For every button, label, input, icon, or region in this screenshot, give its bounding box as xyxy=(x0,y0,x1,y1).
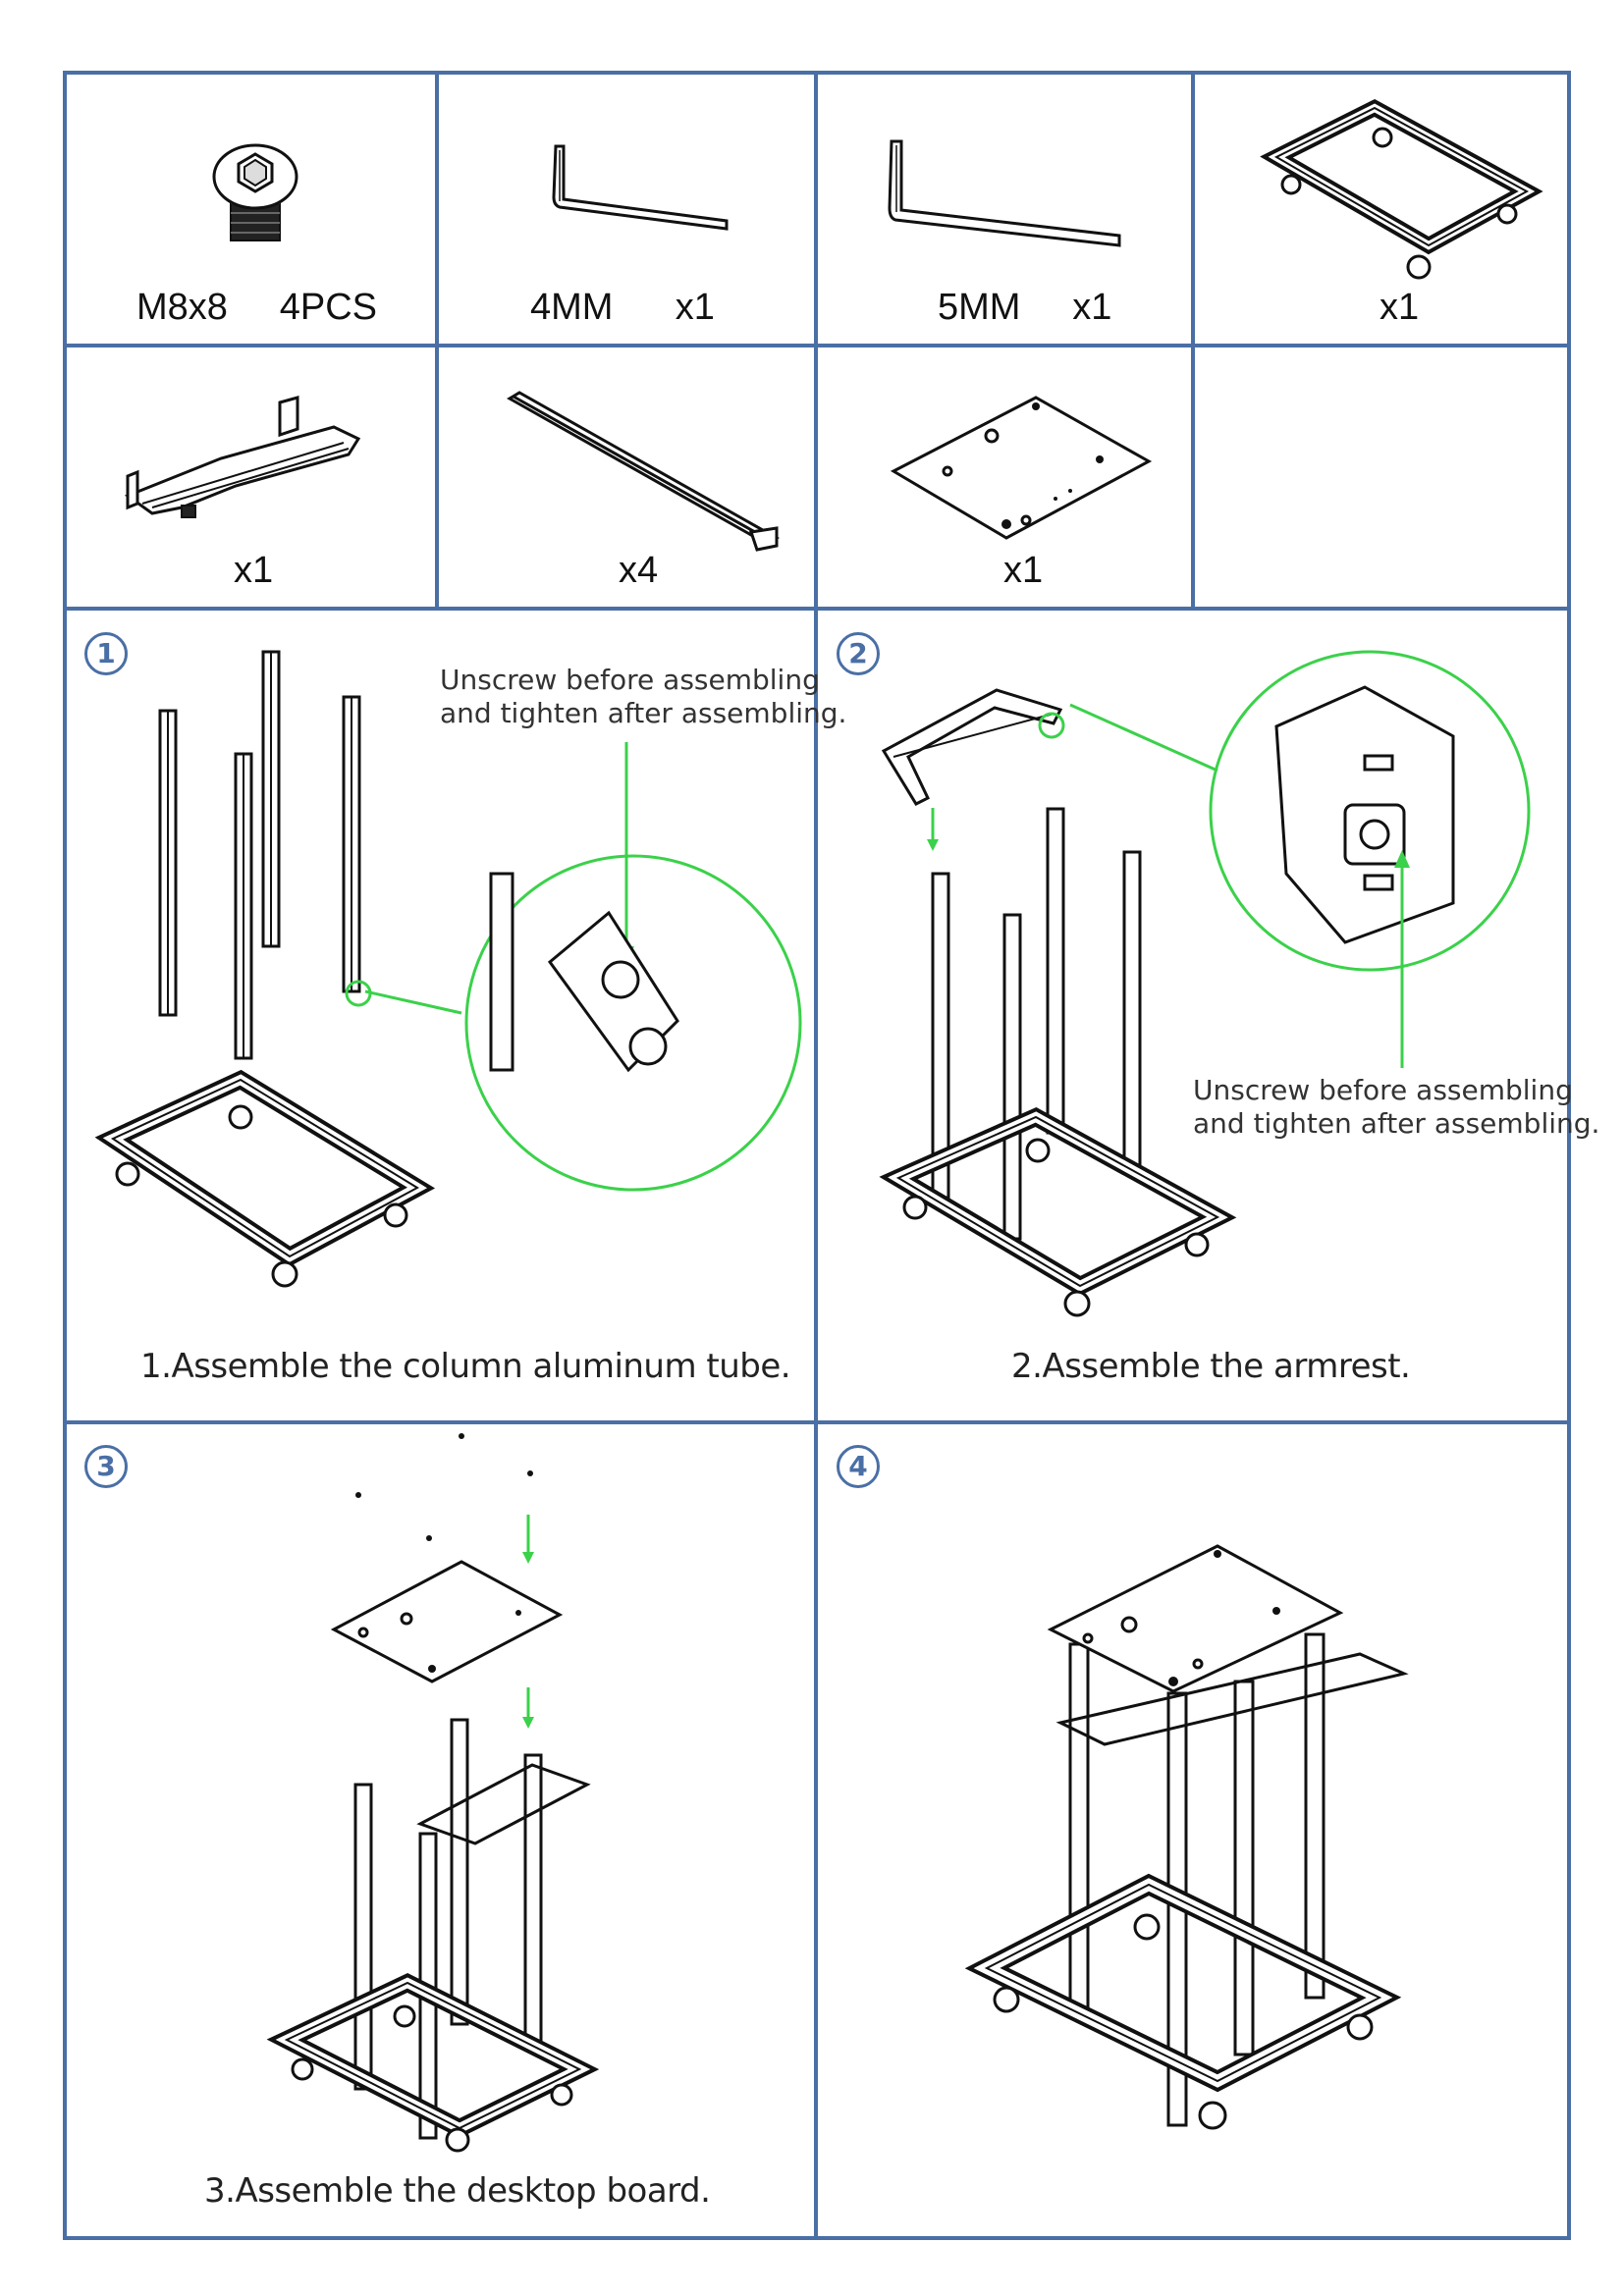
step-number-badge: 3 xyxy=(84,1445,128,1488)
step-2-bracket-callout xyxy=(1069,650,1531,1068)
grid-line xyxy=(63,344,1571,347)
step-3-caption: 3.Assemble the desktop board. xyxy=(204,2171,711,2211)
step-1-base-frame-illustration xyxy=(94,1069,436,1288)
step-2-callout-note: Unscrew before assembling and tighten af… xyxy=(1193,1074,1600,1140)
grid-line xyxy=(1191,71,1195,609)
grid-line xyxy=(63,1420,1571,1424)
step-4-completed-stand-illustration xyxy=(964,1544,1409,2130)
aluminum-column-icon xyxy=(507,391,780,552)
step-2-caption: 2.Assemble the armrest. xyxy=(1011,1347,1411,1386)
part-label-5mm-key: 5MM x1 xyxy=(938,287,1112,328)
caster-base-frame-icon xyxy=(1260,98,1543,280)
part-label-screw: M8x8 4PCS xyxy=(136,287,377,328)
grid-line xyxy=(814,71,818,2240)
step-3-screws-and-board-illustration xyxy=(330,1433,564,1729)
desktop-board-icon xyxy=(890,396,1153,540)
step-3-frame-assembly-illustration xyxy=(266,1718,600,2153)
step-1-callout-note: Unscrew before assembling and tighten af… xyxy=(440,664,847,729)
hex-key-small-icon xyxy=(552,144,729,231)
step-number-badge: 1 xyxy=(84,632,128,675)
hex-key-large-icon xyxy=(888,139,1121,247)
step-2-armrest-illustration xyxy=(881,688,1065,851)
step-number-badge: 4 xyxy=(837,1445,880,1488)
part-label-4mm-key: 4MM x1 xyxy=(530,287,715,328)
grid-line xyxy=(435,71,439,609)
part-label-armrest: x1 xyxy=(234,550,274,591)
button-head-screw-icon xyxy=(212,143,298,241)
part-label-columns: x4 xyxy=(619,550,659,591)
part-label-base-frame: x1 xyxy=(1380,287,1420,328)
step-number-badge: 2 xyxy=(837,632,880,675)
part-label-desktop-board: x1 xyxy=(1003,550,1044,591)
step-1-caption: 1.Assemble the column aluminum tube. xyxy=(140,1347,791,1386)
step-2-frame-with-columns-illustration xyxy=(879,807,1237,1317)
step-1-bracket-callout xyxy=(364,742,802,1192)
grid-line xyxy=(63,607,1571,611)
armrest-frame-icon xyxy=(124,396,361,518)
step-1-columns-illustration xyxy=(158,650,372,1060)
